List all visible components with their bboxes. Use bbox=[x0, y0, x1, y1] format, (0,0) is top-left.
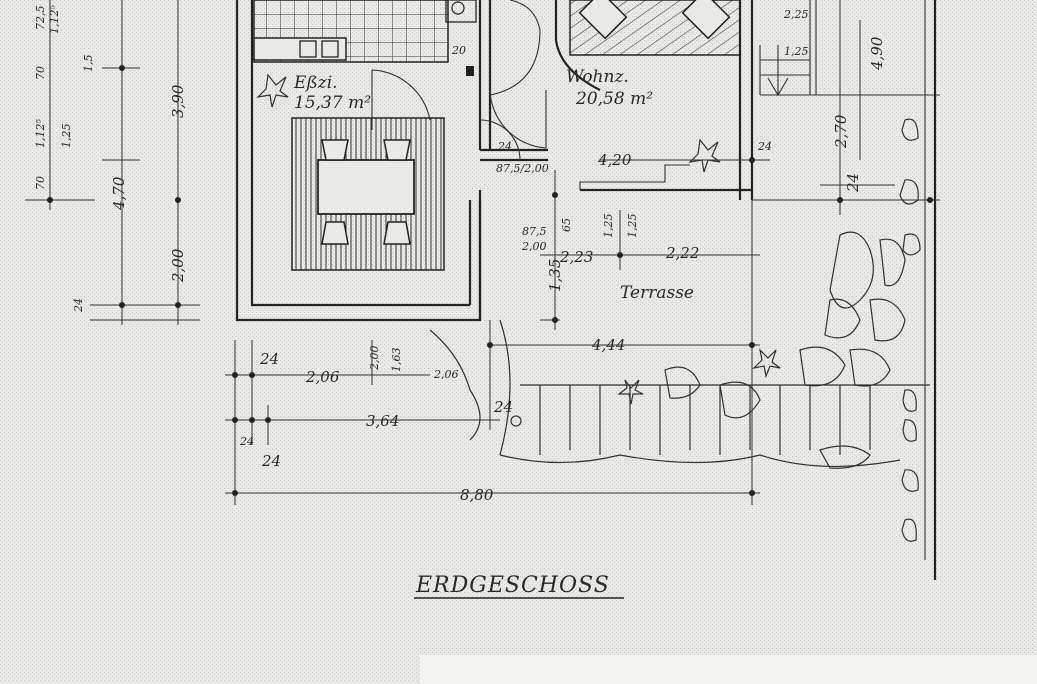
dim-2-23: 2,23 bbox=[559, 248, 593, 266]
dimension-dots bbox=[47, 65, 933, 496]
dim-24-right-b: 24 bbox=[757, 140, 772, 153]
sink-basin-right bbox=[321, 40, 339, 58]
dim-height-3-90: 3,90 bbox=[169, 84, 187, 118]
living-room-name: Wohnz. bbox=[566, 67, 629, 87]
dim-left-1-5: 1,5 bbox=[82, 55, 95, 73]
dining-chair bbox=[321, 221, 349, 245]
stove-burner bbox=[451, 1, 465, 15]
dim-left-1-125b: 1,12⁵ bbox=[34, 119, 47, 148]
dim-1-25a: 1,25 bbox=[602, 214, 615, 239]
armchair-right bbox=[681, 0, 731, 40]
dining-chair bbox=[321, 139, 349, 161]
dim-1-25b: 1,25 bbox=[626, 214, 639, 239]
dim-left-72-5: 72,5 bbox=[34, 6, 47, 31]
dim-4-90: 4,90 bbox=[868, 36, 886, 71]
garden-stones bbox=[429, 118, 930, 542]
dim-height-2-00: 2,00 bbox=[169, 248, 187, 283]
dim-2-70: 2,70 bbox=[832, 114, 850, 149]
stair-block bbox=[579, 164, 690, 190]
dim-87-5-door: 87,5/2,00 bbox=[496, 162, 549, 175]
column-small bbox=[466, 66, 474, 76]
dining-room-name: Eßzi. bbox=[293, 73, 338, 93]
door-swing-dining bbox=[371, 69, 431, 130]
dim-1-25-top: 1,25 bbox=[784, 45, 809, 58]
dimension-lines bbox=[25, 0, 895, 505]
dim-20: 20 bbox=[451, 44, 466, 57]
dim-left-1-25: 1,25 bbox=[60, 124, 73, 149]
dim-2-06: 2,06 bbox=[305, 368, 340, 386]
dining-table bbox=[317, 159, 415, 215]
dim-2-00c: 2,00 bbox=[368, 346, 381, 372]
dim-2-06b: 2,06 bbox=[433, 368, 459, 381]
plant-symbols bbox=[256, 73, 781, 427]
scan-light-band bbox=[420, 655, 1037, 684]
dim-2-00b: 2,00 bbox=[521, 240, 547, 253]
dim-height-4-70: 4,70 bbox=[110, 176, 128, 211]
drawing-title: ERDGESCHOSS bbox=[415, 573, 610, 598]
dim-24-right-a: 24 bbox=[844, 173, 862, 193]
dim-87-5: 87,5 bbox=[522, 225, 547, 238]
dining-chair bbox=[383, 139, 411, 161]
stove bbox=[445, 0, 477, 23]
dim-8-80: 8,80 bbox=[460, 486, 494, 504]
dining-chair bbox=[383, 221, 411, 245]
living-room-area: 20,58 m² bbox=[575, 89, 653, 109]
dim-left-70a: 70 bbox=[34, 66, 47, 80]
dimension-labels: 72,5 1,12⁵ 70 1,5 1,12⁵ 1,25 70 24 4,70 … bbox=[34, 5, 886, 504]
dim-4-20: 4,20 bbox=[597, 151, 632, 169]
dining-room-area: 15,37 m² bbox=[294, 93, 371, 113]
dim-left-24: 24 bbox=[72, 298, 85, 313]
dim-left-1-125a: 1,12⁵ bbox=[48, 5, 61, 34]
dim-2-22: 2,22 bbox=[665, 244, 699, 262]
dim-65: 65 bbox=[560, 218, 573, 232]
dim-1-35: 1,35 bbox=[546, 259, 564, 292]
room-labels: Eßzi. 15,37 m² Wohnz. 20,58 m² Terrasse bbox=[293, 67, 694, 303]
dim-left-70b: 70 bbox=[34, 176, 47, 190]
dim-24-mid: 24 bbox=[497, 140, 512, 153]
dim-24-b1: 24 bbox=[259, 350, 279, 368]
terrace-label: Terrasse bbox=[620, 283, 694, 303]
door-swing-living bbox=[479, 119, 521, 161]
dim-3-64: 3,64 bbox=[366, 412, 399, 430]
dim-24-b4: 24 bbox=[261, 452, 281, 470]
sink-basin-left bbox=[299, 40, 317, 58]
dim-1-63: 1,63 bbox=[390, 348, 403, 373]
dim-24-b2: 24 bbox=[493, 398, 513, 416]
dim-4-44: 4,44 bbox=[591, 336, 625, 354]
door-swing-top bbox=[489, 0, 541, 96]
dim-2-25: 2,25 bbox=[783, 8, 809, 21]
armchair-left bbox=[578, 0, 628, 40]
stair-steps bbox=[759, 45, 811, 96]
dim-24-b3: 24 bbox=[239, 435, 254, 448]
